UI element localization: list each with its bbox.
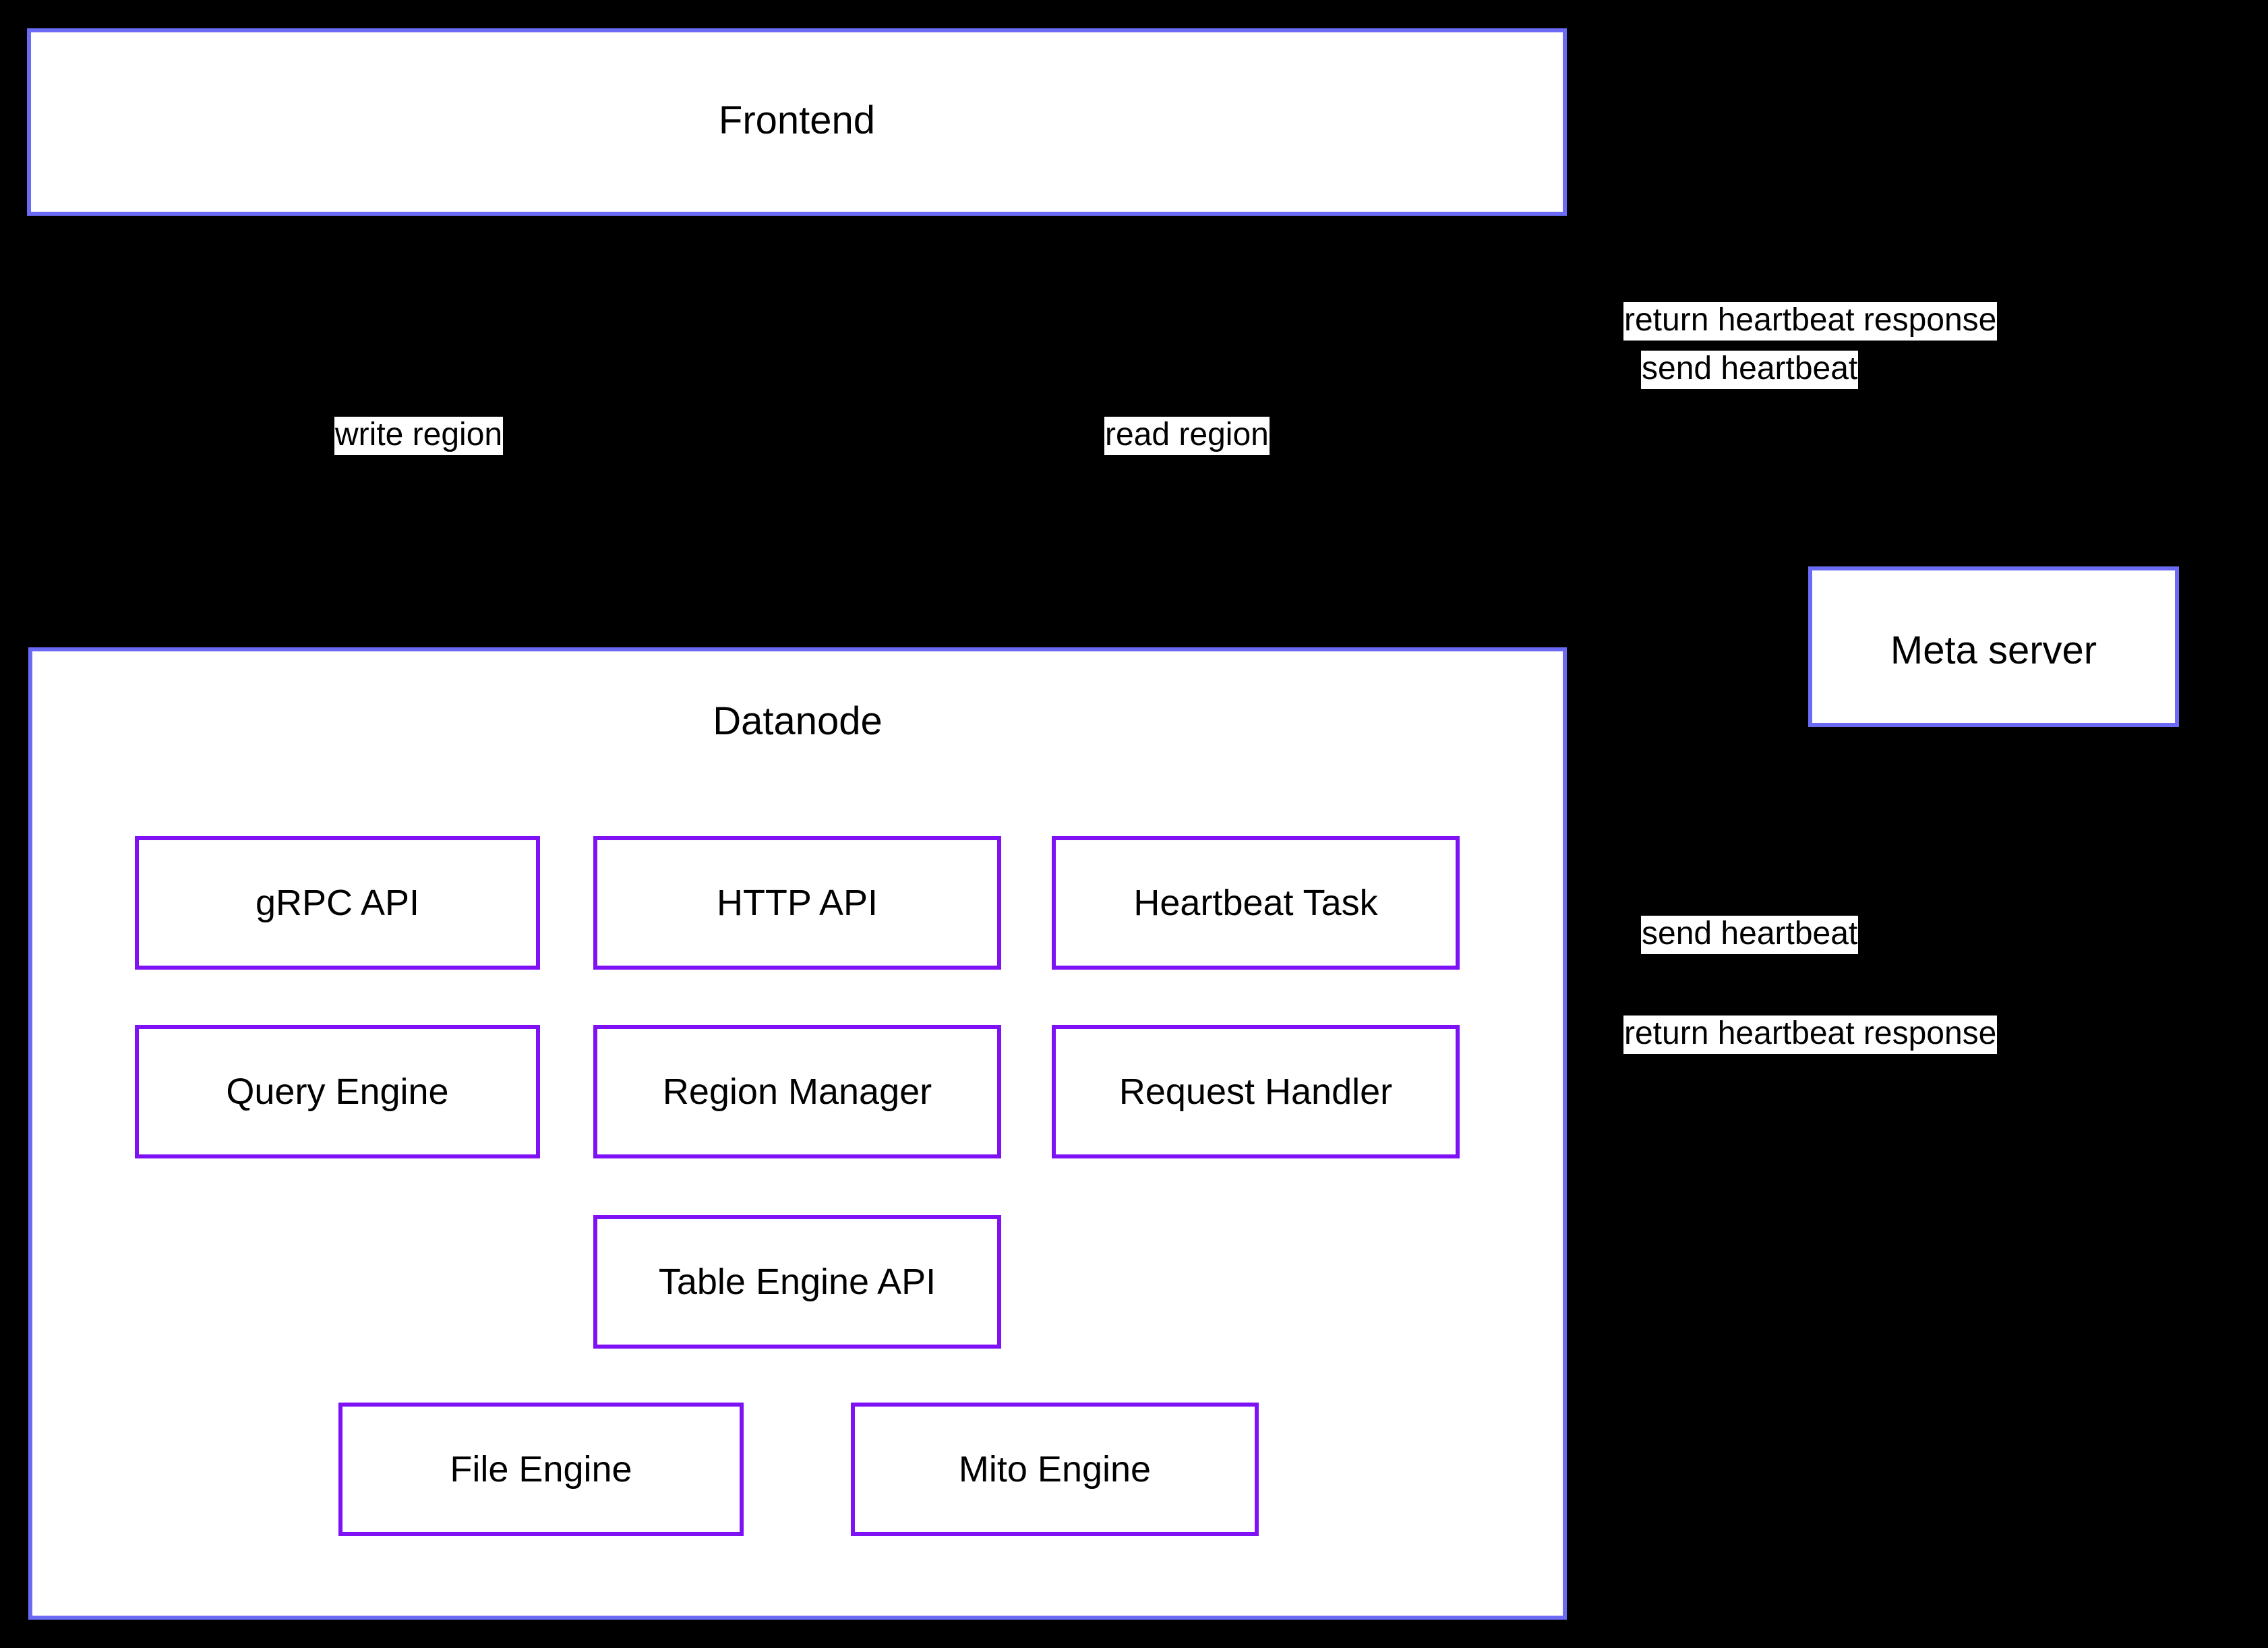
component-label: Table Engine API	[658, 1262, 936, 1302]
edge-label-send-heartbeat-top: send heartbeat	[1641, 351, 1859, 389]
component-region-manager[interactable]: Region Manager	[593, 1025, 1001, 1158]
datanode-title: Datanode	[713, 699, 883, 743]
component-heartbeat-task[interactable]: Heartbeat Task	[1052, 836, 1460, 970]
edge-label-return-heartbeat-response-top: return heartbeat response	[1623, 302, 1998, 341]
component-label: Query Engine	[226, 1071, 449, 1112]
edge-label-read-region: read region	[1104, 417, 1270, 455]
component-query-engine[interactable]: Query Engine	[135, 1025, 540, 1158]
component-label: Region Manager	[662, 1071, 932, 1112]
component-mito-engine[interactable]: Mito Engine	[851, 1403, 1259, 1536]
component-label: File Engine	[450, 1449, 632, 1490]
component-grpc-api[interactable]: gRPC API	[135, 836, 540, 970]
edge-meta-to-datanode-heartbeat-response	[1563, 728, 1984, 1313]
edge-label-send-heartbeat-bottom: send heartbeat	[1641, 916, 1859, 954]
frontend-title: Frontend	[718, 98, 876, 142]
component-label: gRPC API	[255, 883, 420, 923]
component-label: HTTP API	[716, 883, 878, 923]
component-table-engine-api[interactable]: Table Engine API	[593, 1215, 1001, 1349]
component-label: Mito Engine	[958, 1449, 1152, 1490]
component-label: Request Handler	[1118, 1071, 1393, 1112]
component-http-api[interactable]: HTTP API	[593, 836, 1001, 970]
edge-label-return-heartbeat-response-bottom: return heartbeat response	[1623, 1016, 1998, 1054]
component-request-handler[interactable]: Request Handler	[1052, 1025, 1460, 1158]
component-file-engine[interactable]: File Engine	[338, 1403, 744, 1536]
meta-server-container[interactable]: Meta server	[1808, 566, 2179, 727]
frontend-container[interactable]: Frontend	[27, 28, 1567, 216]
component-label: Heartbeat Task	[1133, 883, 1378, 923]
edge-label-write-region: write region	[334, 417, 504, 455]
meta-server-title: Meta server	[1890, 628, 2097, 672]
